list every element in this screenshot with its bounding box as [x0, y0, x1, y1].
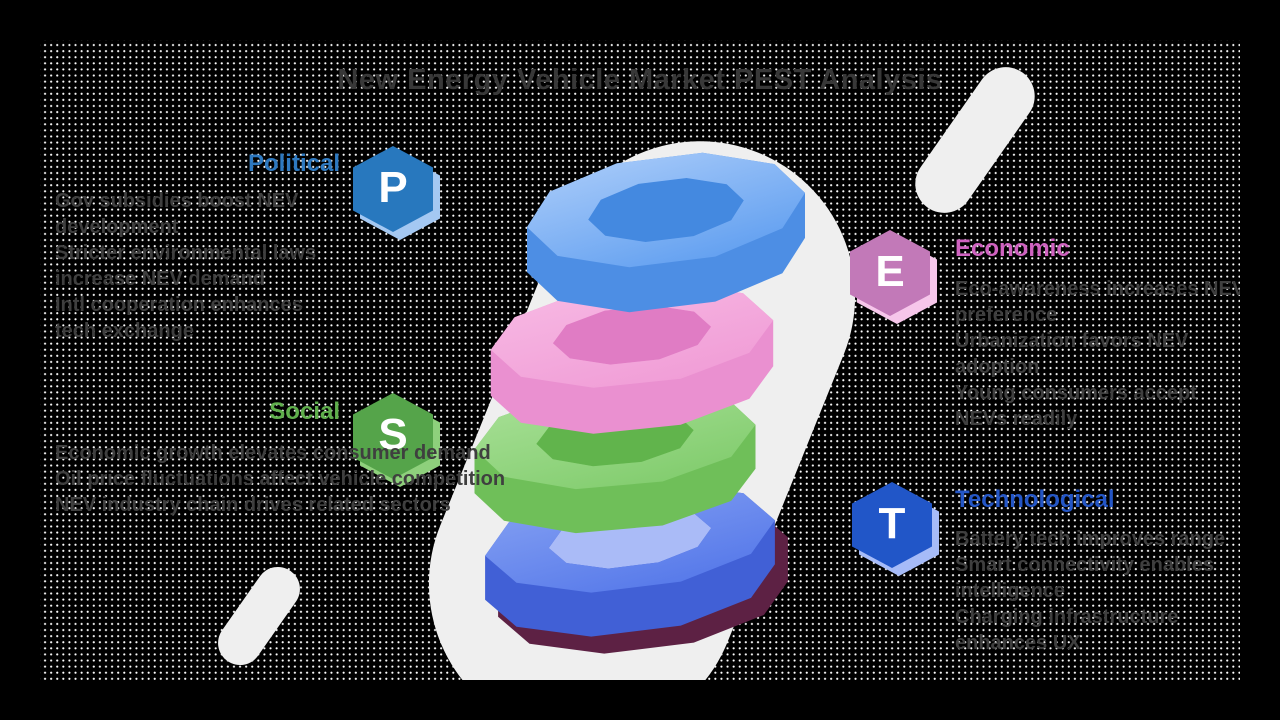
- ring-top-top-blue: [527, 152, 805, 268]
- political-heading: Political: [247, 150, 340, 177]
- political-text-line: tech exchange: [55, 320, 194, 342]
- economic-text-line: Eco-awareness increases NEV: [955, 278, 1240, 300]
- ring-hole-top-blue: [588, 178, 744, 242]
- economic-text-line: adoption: [955, 356, 1040, 378]
- political-text-line: development: [55, 216, 179, 238]
- hexagon-p-badge: P: [353, 146, 440, 240]
- technological-text-line: Battery tech improves range: [955, 528, 1226, 550]
- technological-text-line: Smart connectivity enables: [955, 554, 1214, 576]
- technological-text-line: intelligence: [955, 580, 1066, 602]
- technological-text-line: enhances UX: [955, 632, 1081, 654]
- pest-stack-figure: [218, 67, 1035, 680]
- social-text-line: Oil price fluctuations affect vehicle co…: [55, 468, 506, 490]
- economic-text-line: Urbanization favors NEV: [955, 330, 1189, 352]
- political-text-line: Intl cooperation enhances: [55, 294, 303, 316]
- social-heading: Social: [269, 398, 340, 425]
- economic-heading: Economic: [955, 235, 1070, 262]
- hexagon-p: [353, 146, 433, 232]
- social-text-line: NEV industry chain drives related sector…: [55, 494, 451, 516]
- economic-text-line: preference: [955, 304, 1058, 326]
- ring-top-pink: [490, 282, 774, 388]
- political-text-line: increase NEV demand: [55, 268, 266, 290]
- deco-capsule-bottom-left: [218, 566, 300, 666]
- hexagon-e-letter: E: [875, 247, 905, 296]
- deco-capsule-top-right: [915, 67, 1035, 213]
- hexagon-t-letter: T: [878, 499, 906, 548]
- hexagon-s-badge: S: [353, 393, 440, 487]
- social-text-block: Economic growth elevates consumer demand…: [55, 440, 505, 518]
- technological-heading: Technological: [955, 486, 1115, 513]
- economic-text-line: NEVs readily: [955, 408, 1078, 430]
- social-text-line: Economic growth elevates consumer demand: [55, 442, 491, 464]
- ring-hole-pink: [552, 305, 712, 365]
- technological-text-line: Charging infrastructure: [955, 606, 1179, 628]
- hexagon-e-badge: E: [850, 230, 937, 324]
- hexagon-t-badge: T: [852, 482, 939, 576]
- slide-title: New Energy Vehicle Market PEST Analysis: [337, 64, 943, 96]
- hexagon-s-letter: S: [378, 410, 408, 459]
- slide-canvas: New Energy Vehicle Market PEST Analysis …: [40, 40, 1240, 680]
- political-text-line: Stricter environmental laws: [55, 242, 317, 264]
- political-text-line: Gov subsidies boost NEV: [55, 190, 299, 212]
- economic-text-line: Young consumers accept: [955, 382, 1197, 404]
- hexagon-s: [353, 393, 433, 479]
- hexagon-p-letter: P: [378, 163, 408, 212]
